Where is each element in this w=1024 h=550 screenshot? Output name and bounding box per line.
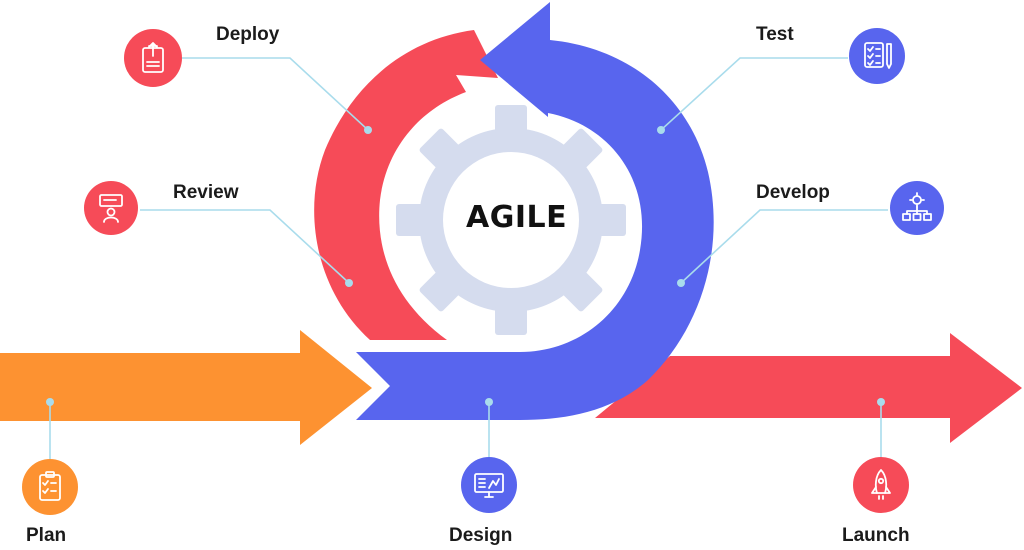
- monitor-design-icon: [461, 457, 517, 513]
- launch-arrow: [595, 333, 1022, 443]
- red-cycle-arc: [314, 30, 498, 340]
- deploy-connector-dot: [364, 126, 372, 134]
- develop-label: Develop: [756, 182, 830, 203]
- rocket-icon: [853, 457, 909, 513]
- plan-label: Plan: [26, 525, 67, 546]
- launch-label: Launch: [842, 525, 910, 546]
- design-connector-dot: [485, 398, 493, 406]
- launch-connector-dot: [877, 398, 885, 406]
- center-title: AGILE: [466, 200, 568, 235]
- clipboard-checklist-icon: [22, 459, 78, 515]
- test-connector-dot: [657, 126, 665, 134]
- checklist-pencil-icon: [849, 28, 905, 84]
- design-label: Design: [449, 525, 513, 546]
- plan-connector-dot: [46, 398, 54, 406]
- plan-arrow: [0, 330, 372, 445]
- test-label: Test: [756, 24, 794, 45]
- develop-connector: [680, 209, 888, 284]
- test-connector: [660, 57, 848, 131]
- develop-connector-dot: [677, 279, 685, 287]
- clipboard-upload-icon: [124, 29, 182, 87]
- blue-cycle-arc: [356, 2, 714, 420]
- review-connector-dot: [345, 279, 353, 287]
- deploy-connector: [182, 57, 369, 131]
- review-connector: [140, 209, 350, 284]
- review-label: Review: [173, 182, 239, 203]
- gear-hierarchy-icon: [890, 181, 944, 235]
- deploy-label: Deploy: [216, 24, 280, 45]
- center-gear: [396, 105, 626, 335]
- presenter-icon: [84, 181, 138, 235]
